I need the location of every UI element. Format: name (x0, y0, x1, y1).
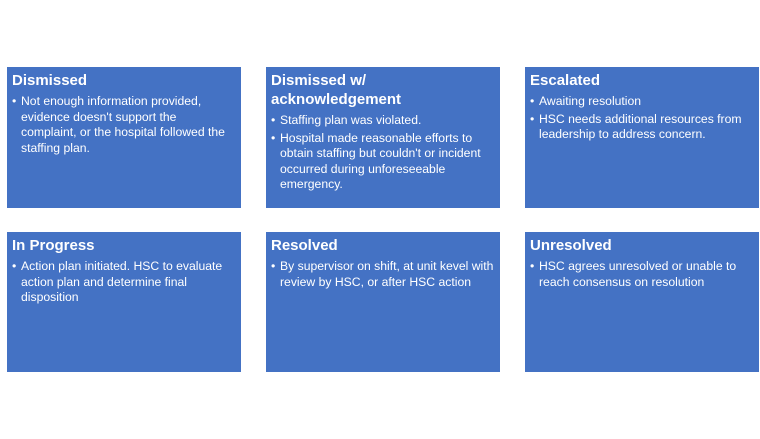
bullet-list: Action plan initiated. HSC to evaluate a… (12, 259, 235, 306)
card-title: Resolved (271, 237, 338, 254)
bullet-list: Awaiting resolution HSC needs additional… (530, 94, 753, 143)
bullet-item: Awaiting resolution (530, 94, 753, 110)
bullet-item: HSC needs additional resources from lead… (530, 112, 753, 143)
bullet-list: HSC agrees unresolved or unable to reach… (530, 259, 753, 290)
card-title: Dismissed (12, 72, 88, 89)
bullet-list: Staffing plan was violated. Hospital mad… (271, 113, 494, 193)
bullet-list: By supervisor on shift, at unit kevel wi… (271, 259, 494, 290)
card-dismissed: Dismissed Not enough information provide… (7, 67, 241, 208)
card-title: Dismissed w/ acknowledgement (271, 72, 402, 108)
bullet-item: Hospital made reasonable efforts to obta… (271, 131, 494, 193)
card-title: Unresolved (530, 237, 612, 254)
bullet-list: Not enough information provided, evidenc… (12, 94, 235, 156)
bullet-item: Action plan initiated. HSC to evaluate a… (12, 259, 235, 306)
card-dismissed-with-acknowledgement: Dismissed w/ acknowledgement Staffing pl… (266, 67, 500, 208)
bullet-item: By supervisor on shift, at unit kevel wi… (271, 259, 494, 290)
card-resolved: Resolved By supervisor on shift, at unit… (266, 232, 500, 372)
bullet-item: Not enough information provided, evidenc… (12, 94, 235, 156)
bullet-item: HSC agrees unresolved or unable to reach… (530, 259, 753, 290)
card-unresolved: Unresolved HSC agrees unresolved or unab… (525, 232, 759, 372)
bullet-item: Staffing plan was violated. (271, 113, 494, 129)
card-title: In Progress (12, 237, 95, 254)
card-escalated: Escalated Awaiting resolution HSC needs … (525, 67, 759, 208)
card-title: Escalated (530, 72, 601, 89)
card-in-progress: In Progress Action plan initiated. HSC t… (7, 232, 241, 372)
